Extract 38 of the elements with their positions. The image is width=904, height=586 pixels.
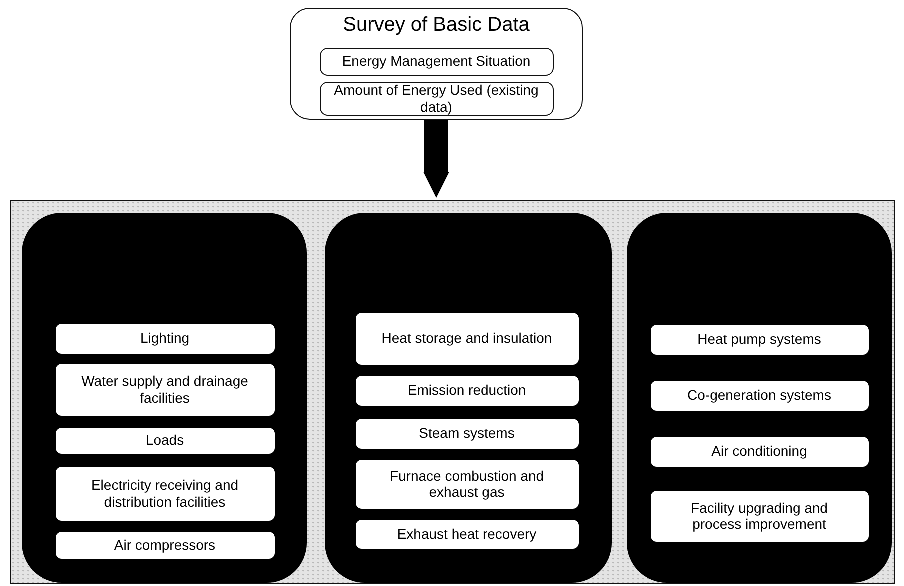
panel-background [10,200,895,584]
item-label: Loads [146,432,184,449]
item-box [54,322,276,354]
item-label: Lighting [140,330,190,347]
item-box [54,466,276,522]
item-label: Co-generation systems [688,387,832,404]
item-box [650,324,870,356]
item-box [650,490,870,542]
item-box [650,380,870,412]
item-label: Amount of Energy Used (existing data) [333,82,540,115]
item-label: Furnace combustion and exhaust gas [388,468,546,500]
item-label: Electricity receiving and distribution facilities [90,477,240,510]
item-box [354,374,580,406]
block-arrow [424,120,450,198]
item-box [54,426,276,454]
box-heading: Survey of Basic Data [343,14,530,37]
category-panel [22,212,306,582]
item-box [54,530,276,560]
process-box [320,48,554,76]
item-label: Facility upgrading and process improvement [690,500,829,532]
item-label: Exhaust heat recovery [397,526,537,542]
item-label: Heat storage and insulation [382,330,552,347]
item-label: Water supply and drainage facilities [80,373,250,406]
item-label: Heat pump systems [698,331,822,348]
item-box [354,518,580,550]
item-box [354,418,580,450]
item-label: Steam systems [419,425,515,442]
process-box [290,8,583,120]
category-panel [324,212,612,582]
item-label: Energy Management Situation [342,53,531,70]
item-box [650,436,870,468]
item-box [354,458,580,510]
item-box [354,312,580,366]
item-box [54,362,276,416]
item-label: Air conditioning [712,443,808,460]
category-panel [626,212,892,582]
item-label: Air compressors [114,536,216,554]
item-label: Emission reduction [408,382,526,399]
